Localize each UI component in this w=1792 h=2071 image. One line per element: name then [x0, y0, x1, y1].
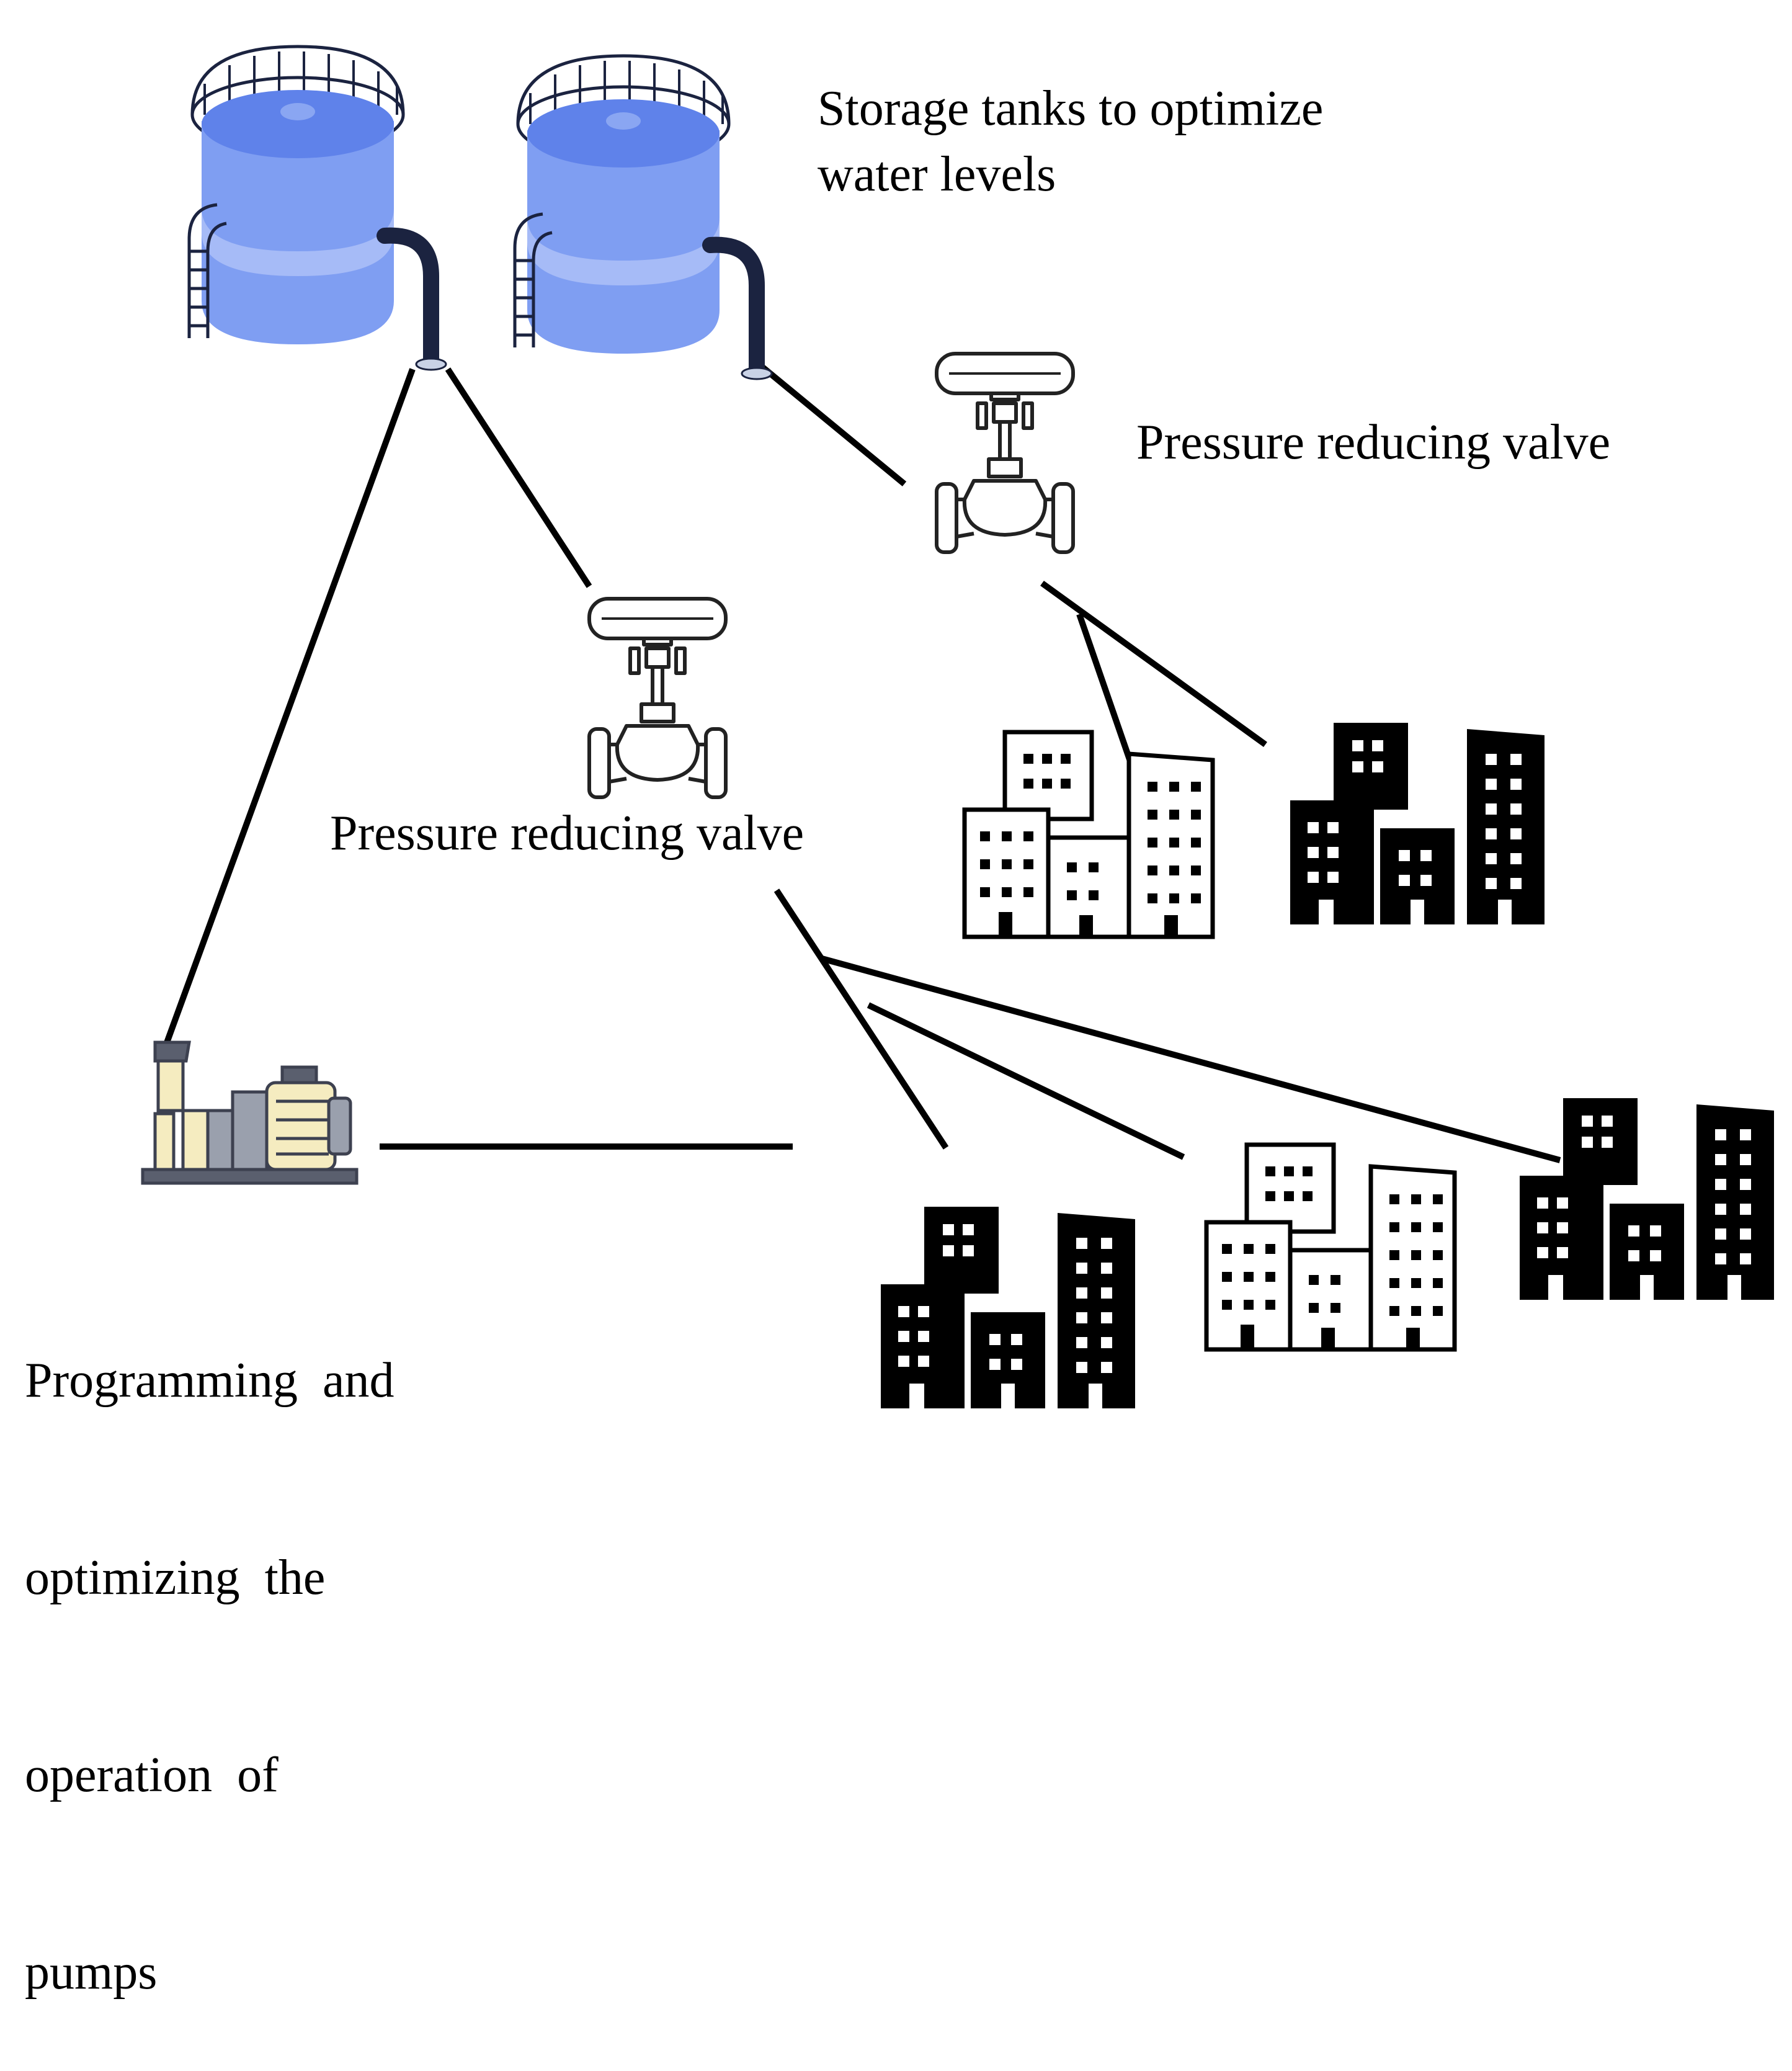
line-tank-to-right-valve	[751, 357, 907, 486]
pump-icon	[143, 1042, 357, 1183]
line-right-valve-branch	[1076, 613, 1138, 777]
city-buildings-icon	[1206, 1145, 1455, 1349]
city-buildings-icon	[1290, 723, 1545, 924]
pumps-label: Programming and optimizing the operation…	[25, 1216, 394, 2071]
pumps-label-line: optimizing the	[25, 1550, 326, 1605]
storage-tanks-label: Storage tanks to optimize water levels	[818, 76, 1323, 207]
water-tank-icon	[515, 56, 772, 379]
pumps-label-line: Programming and	[25, 1353, 395, 1408]
line-network-to-far-city	[821, 955, 1561, 1163]
line-left-valve-to-city	[773, 888, 949, 1150]
city-buildings-icon	[1520, 1098, 1774, 1300]
line-tank-to-left-valve	[445, 367, 592, 588]
city-buildings-icon	[881, 1207, 1135, 1408]
water-tank-icon	[189, 47, 446, 370]
water-network-diagram	[0, 0, 1774, 1408]
storage-tanks-label-line: Storage tanks to optimize	[818, 81, 1324, 136]
pressure-valve-icon	[589, 599, 726, 797]
pressure-valve-icon	[937, 354, 1073, 552]
line-tank-to-pump	[158, 368, 416, 1059]
pumps-label-line: operation of	[25, 1748, 279, 1802]
line-network-to-mid-city	[867, 1002, 1185, 1160]
line-right-valve-to-city	[1040, 580, 1267, 748]
pumps-label-line: pumps	[25, 1945, 158, 2000]
pipe-connections	[158, 357, 1561, 1163]
storage-tanks-label-line: water levels	[818, 147, 1056, 202]
prv-left-label: Pressure reducing valve	[330, 806, 805, 861]
city-buildings-icon	[965, 732, 1213, 937]
prv-right-label: Pressure reducing valve	[1136, 415, 1611, 470]
